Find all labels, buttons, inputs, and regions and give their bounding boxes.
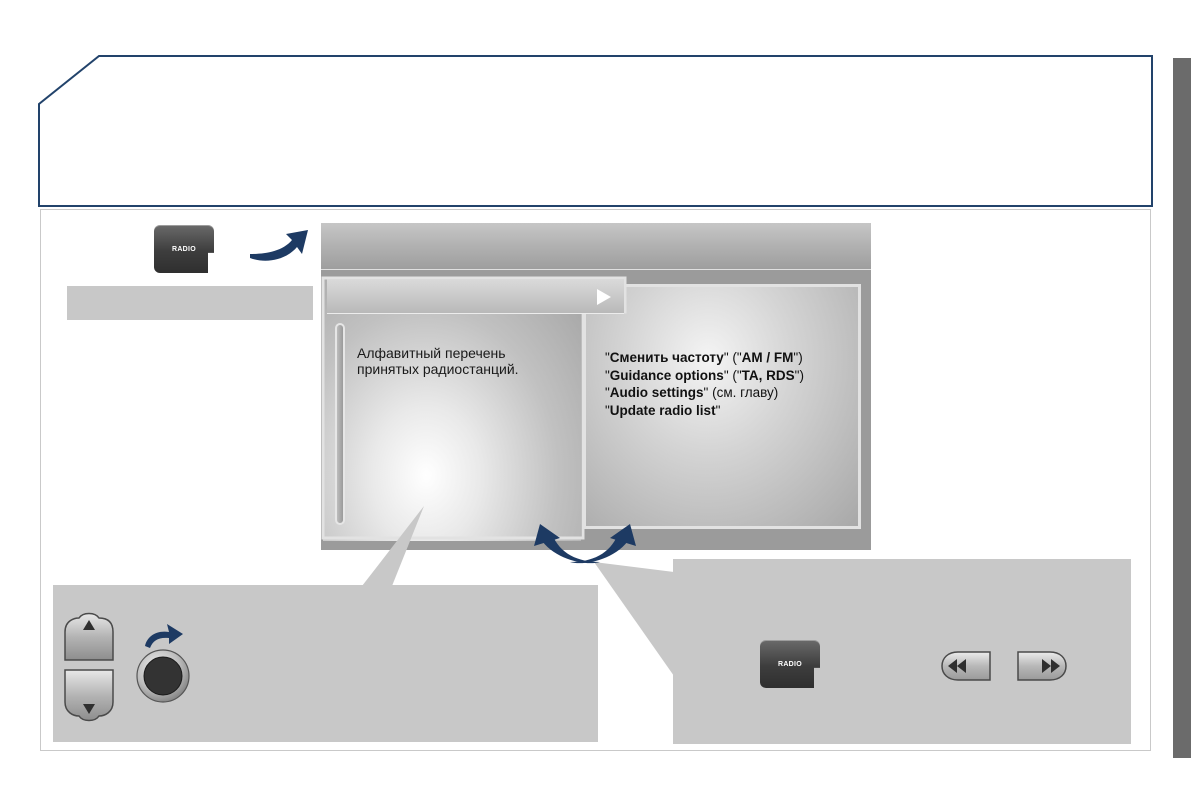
option-guidance: "Guidance options" ("TA, RDS")	[605, 367, 804, 383]
rotary-knob[interactable]	[133, 620, 193, 706]
content-frame	[40, 209, 1151, 751]
down-button	[64, 669, 114, 722]
station-list-description: Алфавитный перечень принятых радиостанци…	[357, 345, 577, 377]
scrollbar[interactable]	[335, 323, 345, 525]
callout-pointer-left	[362, 506, 424, 586]
curved-arrow-right-icon	[250, 230, 308, 261]
radio-button-label: RADIO	[777, 660, 803, 668]
rewind-icon	[948, 659, 957, 673]
grey-label-bar	[67, 286, 313, 320]
arrow-down-icon	[83, 704, 95, 714]
options-list: "Сменить частоту" ("AM / FM") "Guidance …	[605, 349, 865, 419]
station-desc-line: Алфавитный перечень	[357, 345, 506, 361]
radio-button-icon[interactable]: RADIO	[154, 225, 214, 273]
options-panel	[583, 284, 861, 529]
fast-forward-icon	[1051, 659, 1060, 673]
play-triangle-icon[interactable]	[597, 289, 611, 305]
radio-button-icon[interactable]: RADIO	[760, 640, 820, 688]
side-tab	[1173, 58, 1191, 758]
header-box	[38, 55, 1153, 207]
up-down-buttons[interactable]	[63, 610, 115, 724]
rotate-arrow-icon	[145, 624, 183, 648]
list-header-bar[interactable]	[327, 279, 624, 314]
callout-pointer-right	[594, 562, 674, 676]
up-button	[64, 612, 114, 661]
knob-center	[143, 656, 183, 696]
option-update-list: "Update radio list"	[605, 402, 721, 418]
station-list-panel	[323, 279, 581, 541]
station-desc-line: принятых радиостанций.	[357, 361, 519, 377]
arrow-up-icon	[83, 620, 95, 630]
radio-screen: Алфавитный перечень принятых радиостанци…	[321, 223, 871, 550]
seek-buttons[interactable]	[940, 646, 1068, 686]
curved-double-arrow-icon	[534, 524, 636, 564]
screen-title-bar	[321, 223, 871, 270]
option-audio-settings: "Audio settings" (см. главу)	[605, 385, 779, 400]
callout-panel-right	[673, 559, 1131, 744]
option-change-band: "Сменить частоту" ("AM / FM")	[605, 350, 803, 365]
radio-button-label: RADIO	[171, 245, 197, 253]
